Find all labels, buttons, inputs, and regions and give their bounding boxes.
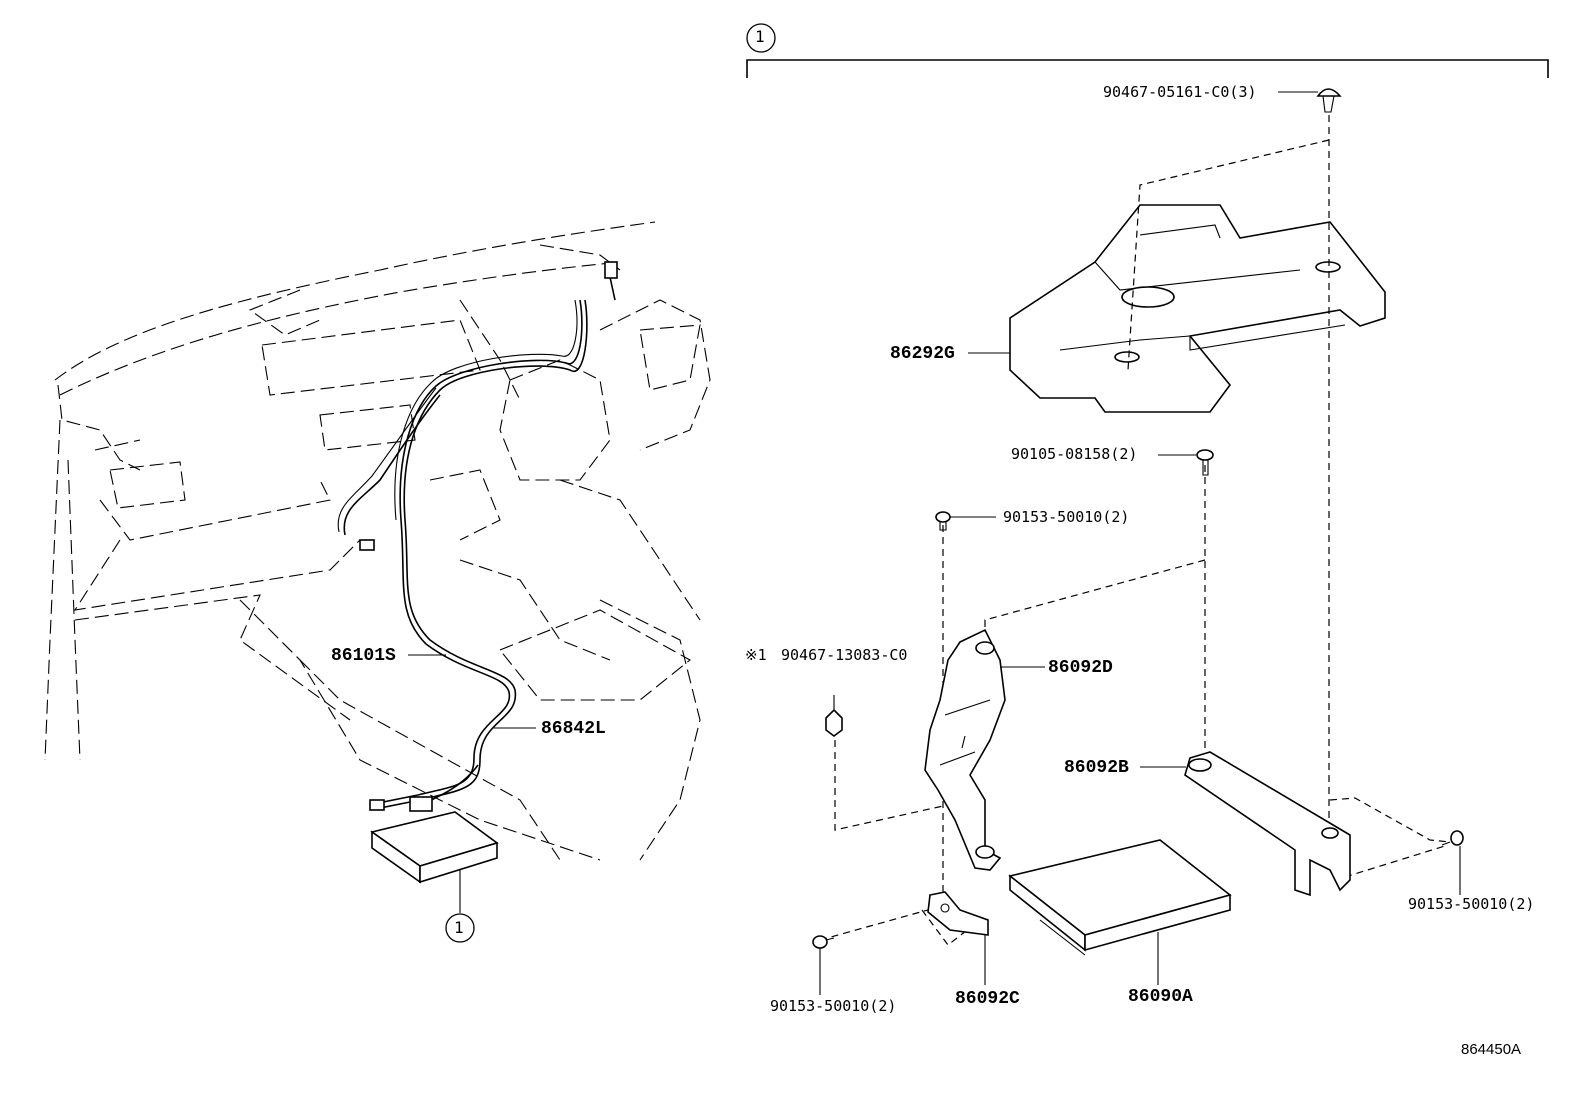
group-bracket (746, 59, 1549, 78)
label-86842L[interactable]: 86842L (541, 719, 606, 739)
label-86101S[interactable]: 86101S (331, 646, 396, 666)
label-86092B[interactable]: 86092B (1064, 758, 1129, 778)
label-86292G[interactable]: 86292G (890, 344, 955, 364)
cover-86292G (1009, 204, 1386, 413)
nav-unit-small (370, 811, 499, 884)
callout-number-top: 1 (755, 27, 765, 46)
diagram-code: 864450A (1461, 1041, 1522, 1058)
dashboard-outline (44, 221, 711, 861)
wiring-harness (337, 261, 618, 812)
clip-left-icon (825, 695, 843, 737)
label-bolt-mid[interactable]: 90105-08158(2) (1011, 445, 1138, 463)
label-86092C[interactable]: 86092C (955, 989, 1020, 1009)
note-mark: ※1 (745, 646, 767, 664)
screw-right-icon (1441, 830, 1464, 846)
label-screw-lower[interactable]: 90153-50010(2) (770, 997, 897, 1015)
label-clip-left[interactable]: 90467-13083-C0 (781, 646, 908, 664)
screw-lower-icon (812, 935, 835, 949)
callout-number-left: 1 (454, 918, 464, 937)
clip-top-icon (1316, 88, 1342, 113)
bracket-86092D (924, 628, 1006, 871)
label-clip-top[interactable]: 90467-05161-C0(3) (1103, 83, 1257, 101)
bracket-86092B (1184, 751, 1351, 897)
bracket-86092C (927, 891, 989, 936)
callout-circle-left (445, 913, 475, 943)
bolt-mid-icon (1196, 449, 1214, 476)
unit-86090A (1008, 839, 1232, 956)
callout-circle-top (746, 23, 776, 53)
label-86092D[interactable]: 86092D (1048, 658, 1113, 678)
label-86090A[interactable]: 86090A (1128, 987, 1193, 1007)
label-screw-right[interactable]: 90153-50010(2) (1408, 895, 1535, 913)
label-screw-upper[interactable]: 90153-50010(2) (1003, 508, 1130, 526)
screw-upper-icon (935, 511, 951, 531)
